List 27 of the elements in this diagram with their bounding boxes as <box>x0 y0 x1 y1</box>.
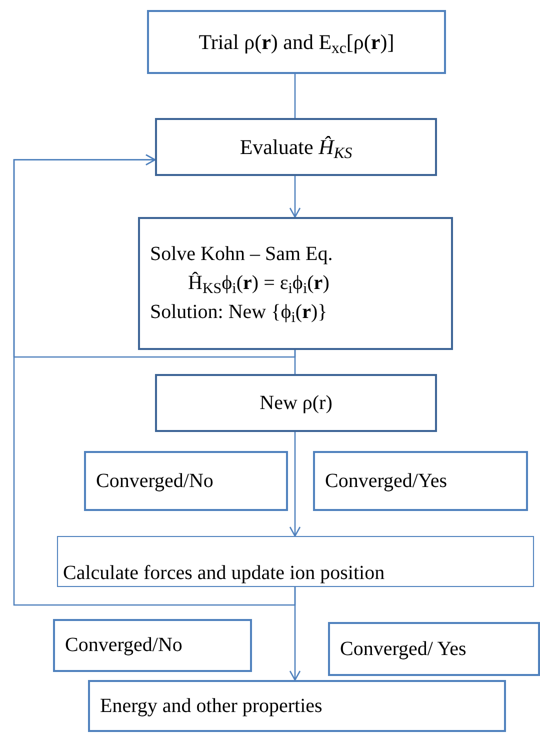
process-box <box>313 451 528 511</box>
box-text: Converged/No <box>96 468 214 494</box>
process-box <box>147 10 446 74</box>
box-text: Energy and other properties <box>100 694 322 718</box>
box-text: Solution: New {ϕ$_{i}$(r)} <box>150 300 328 325</box>
process-box <box>57 536 534 587</box>
box-text: Solve Kohn – Sam Eq. <box>150 242 333 267</box>
process-box <box>328 622 540 676</box>
process-box <box>155 374 437 432</box>
process-box <box>53 619 252 672</box>
process-box <box>155 118 437 176</box>
connector-arrow <box>13 154 296 358</box>
connector-arrow <box>289 176 301 218</box>
box-text: Trial ρ(r) and E$_{xc}$[ρ(r)] <box>198 28 394 56</box>
box-text: Converged/Yes <box>325 468 448 494</box>
box-text: Ĥ$_{KS}$ϕ$_{i}$(r) = ε$_{i}$ϕ$_{i}$(r) <box>187 271 330 296</box>
box-text: New ρ(r) <box>260 390 332 416</box>
box-text: Evaluate Ĥ$_{KS}$ <box>240 134 352 160</box>
connector-arrow <box>289 432 301 537</box>
connector-arrow <box>13 154 296 606</box>
process-box <box>84 451 288 511</box>
connector-arrow <box>289 587 301 681</box>
box-text: Converged/ Yes <box>340 636 466 662</box>
box-text: Calculate forces and update ion position <box>63 561 385 586</box>
box-text: Converged/No <box>65 633 182 658</box>
process-box <box>138 217 453 350</box>
process-box <box>88 680 506 732</box>
